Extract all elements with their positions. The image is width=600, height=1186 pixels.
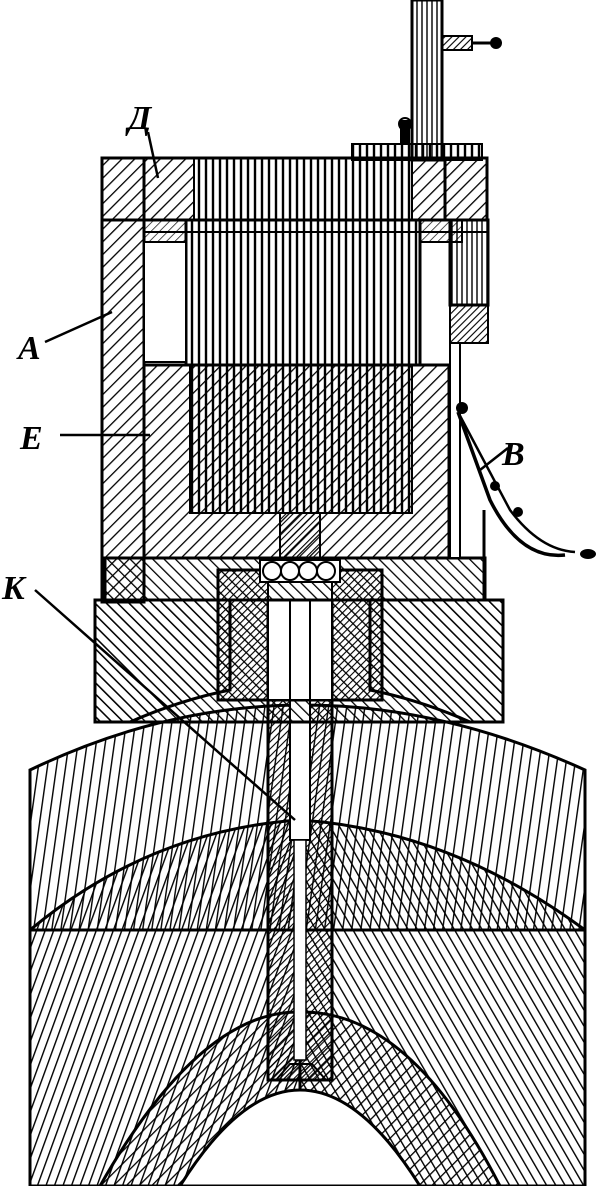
outer-casing — [100, 156, 489, 604]
inner-cylinder — [143, 218, 422, 367]
inner-cup — [142, 363, 451, 560]
label-b: B — [502, 436, 525, 473]
leader-lines — [34, 131, 509, 821]
label-e: E — [20, 420, 43, 457]
label-a: A — [18, 330, 41, 367]
label-d: Д — [128, 100, 152, 137]
mid-plate — [103, 556, 487, 602]
lever-b — [456, 402, 596, 600]
right-side-housing — [448, 218, 490, 559]
top-rod — [351, 0, 502, 162]
label-k: K — [2, 570, 25, 607]
